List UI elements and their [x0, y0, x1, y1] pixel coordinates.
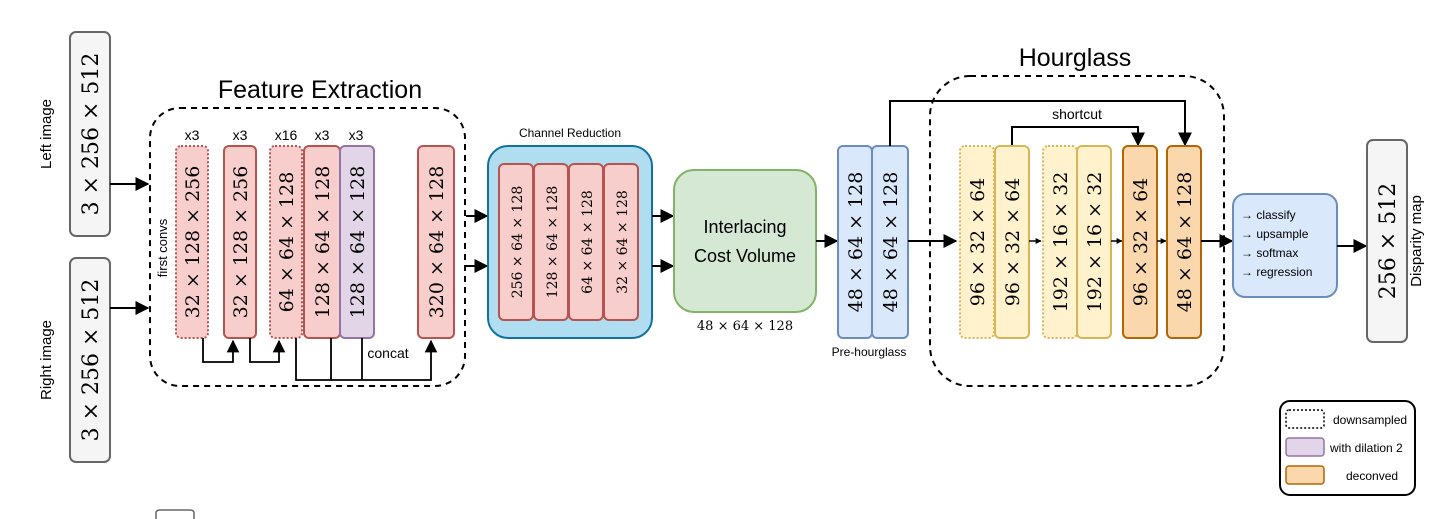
- fe-rep-2: x3: [233, 127, 248, 143]
- legend-downsampled-label: downsampled: [1333, 413, 1407, 427]
- first-convs-label: first convs: [155, 218, 170, 277]
- cr-block-3-dims: 64 × 64 × 128: [580, 190, 596, 294]
- shortcut-label: shortcut: [1052, 106, 1102, 122]
- head-item-upsample: → upsample: [1241, 227, 1309, 241]
- hg-block-1-dims: 96 × 32 × 64: [967, 178, 989, 307]
- fe-rep-4: x3: [315, 127, 330, 143]
- fe-concat-path: [295, 338, 438, 381]
- fe-block-5-dims: 128 × 64 × 128: [347, 166, 369, 319]
- fe-rep-3: x16: [275, 127, 298, 143]
- fe-block-4-dims: 128 × 64 × 128: [312, 166, 334, 319]
- hg-block-3: [1042, 145, 1078, 339]
- hourglass-group: [929, 75, 1225, 387]
- head-item-softmax: → softmax: [1241, 246, 1298, 260]
- channel-reduction-title: Channel Reduction: [519, 126, 621, 140]
- pre-block-2-dims: 48 × 64 × 128: [880, 172, 902, 313]
- hg-block-4: [1076, 145, 1112, 339]
- fe-rep-5: x3: [349, 127, 364, 143]
- fe-block-6-dims: 320 × 64 × 128: [426, 166, 448, 319]
- fe-block-2: [223, 145, 257, 339]
- legend-dilation-label: with dilation 2: [1329, 441, 1403, 455]
- left-image-label: Left image: [38, 99, 55, 169]
- fe-skip-2: [249, 338, 286, 363]
- hg-block-4-dims: 192 × 16 × 32: [1084, 172, 1106, 313]
- fe-skip-1: [202, 338, 240, 363]
- cost-volume-dims: 48 × 64 × 128: [697, 319, 793, 334]
- fe-block-1: [175, 145, 209, 339]
- pre-hourglass-label: Pre-hourglass: [832, 345, 907, 359]
- cr-block-1-dims: 256 × 64 × 128: [510, 186, 526, 299]
- cr-block-4: [603, 163, 639, 321]
- right-image-dims: 3 × 256 × 512: [79, 279, 104, 442]
- concat-label: concat: [367, 345, 408, 361]
- arrow-hg-shortcut: [1011, 126, 1145, 147]
- legend-dilation-swatch: [1285, 437, 1325, 457]
- fe-block-1-dims: 32 × 128 × 256: [182, 166, 204, 319]
- feature-extraction-title: Feature Extraction: [218, 76, 422, 104]
- output-box: [1366, 139, 1408, 343]
- output-label: Disparity map: [1408, 195, 1425, 287]
- fe-block-3-dims: 64 × 64 × 128: [276, 172, 298, 313]
- hg-block-5-dims: 96 × 32 × 64: [1130, 178, 1152, 307]
- hg-block-6-dims: 48 × 64 × 128: [1174, 172, 1196, 313]
- hg-block-3-dims: 192 × 16 × 32: [1050, 172, 1072, 313]
- fe-block-6: [417, 145, 455, 339]
- head-item-regression: → regression: [1241, 265, 1312, 279]
- fe-block-3: [269, 145, 303, 339]
- hourglass-title: Hourglass: [1019, 44, 1132, 72]
- hg-block-1: [959, 145, 995, 339]
- hg-block-2: [994, 145, 1030, 339]
- cost-volume-box: [673, 169, 817, 313]
- legend-deconved-swatch: [1285, 465, 1325, 485]
- cr-block-2-dims: 128 × 64 × 128: [545, 186, 561, 299]
- left-image-box: [69, 31, 111, 237]
- left-image-dims: 3 × 256 × 512: [79, 53, 104, 216]
- hg-block-2-dims: 96 × 32 × 64: [1002, 178, 1024, 307]
- fe-rep-1: x3: [185, 127, 200, 143]
- cr-block-4-dims: 32 × 64 × 128: [615, 190, 631, 294]
- feature-extraction-group: [149, 107, 466, 387]
- pre-block-1-dims: 48 × 64 × 128: [845, 172, 867, 313]
- right-image-box: [69, 257, 111, 463]
- head-item-classify: → classify: [1241, 208, 1296, 222]
- cost-volume-line1: Interlacing: [703, 217, 786, 237]
- right-image-label: Right image: [38, 320, 55, 400]
- cost-volume-line2: Cost Volume: [694, 246, 796, 266]
- arrow-pre-outer-skip: [889, 100, 1192, 147]
- output-dims: 256 × 512: [1376, 183, 1401, 299]
- legend-deconved-label: deconved: [1346, 469, 1398, 483]
- fe-block-5: [339, 145, 375, 339]
- hg-block-5: [1122, 145, 1158, 339]
- corner-fragment: [155, 509, 195, 519]
- fe-block-2-dims: 32 × 128 × 256: [230, 166, 252, 319]
- legend-downsampled-swatch: [1285, 409, 1325, 429]
